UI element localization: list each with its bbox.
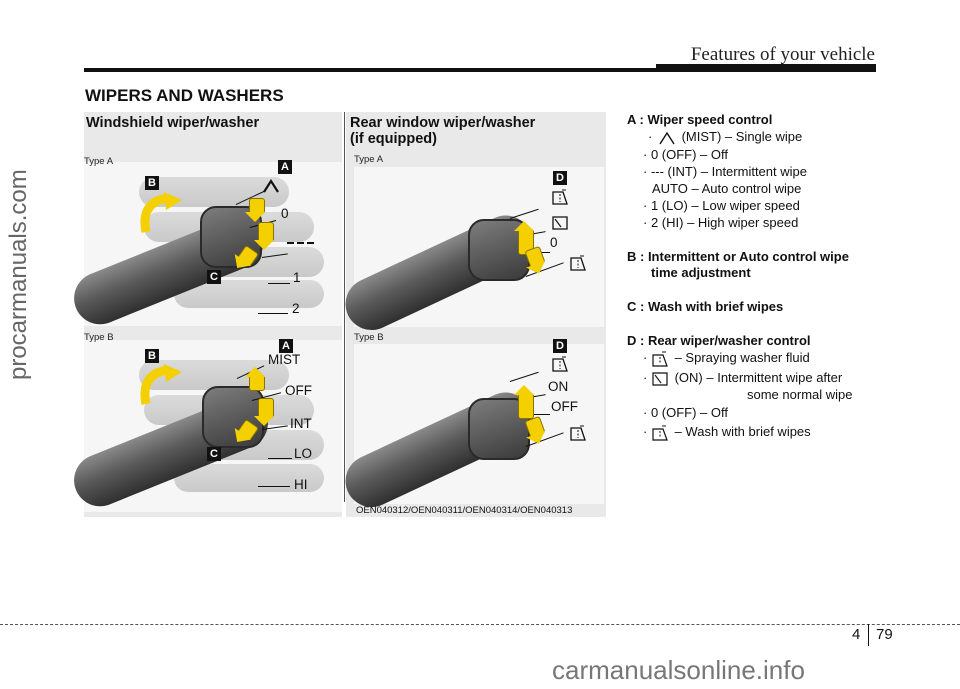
type-b-pos-off: OFF (285, 383, 312, 398)
mist-icon (659, 131, 675, 144)
badge-c-type-b: C (207, 447, 221, 461)
badge-a-type-b: A (279, 339, 293, 353)
figure-caption: OEN040312/OEN040311/OEN040314/OEN040313 (356, 505, 573, 516)
type-a-pos-0: 0 (281, 206, 289, 221)
footer-rule (0, 624, 960, 625)
type-b-pos-hi: HI (294, 477, 308, 492)
rear-arrow-up-b (514, 385, 534, 419)
rear-type-a-label: Type A (354, 154, 384, 165)
rear-type-b-label: Type B (354, 332, 384, 343)
rear-heading-line1: Rear window wiper/washer (350, 115, 536, 131)
type-a-arrow-up (245, 198, 265, 222)
int-dashes-icon (287, 242, 314, 244)
desc-a-item-auto: AUTO – Auto control wipe (652, 181, 802, 196)
type-b-pos-lo: LO (294, 446, 313, 461)
type-b-arrow-down-1 (254, 398, 274, 426)
wash-brief-icon (652, 425, 668, 441)
page-number: 79 (876, 626, 893, 643)
desc-d-item-off: · 0 (OFF) – Off (643, 405, 729, 420)
adjust-rotation-arrow-icon-b (140, 364, 182, 405)
type-b-pos-int: INT (290, 416, 312, 431)
badge-d-type-b: D (553, 339, 567, 353)
desc-a-item-int: · --- (INT) – Intermittent wipe (643, 164, 807, 179)
badge-b-type-b: B (145, 349, 159, 363)
rear-washer-icon-a (552, 189, 568, 205)
desc-a-item-mist: · (MIST) – Single wipe (648, 129, 803, 144)
header-tab (656, 64, 876, 69)
rear-type-a-image (337, 167, 604, 339)
rear-type-b-pos-on: ON (548, 379, 569, 394)
mist-chevron-icon (263, 178, 279, 193)
rear-wiper-icon-a (552, 216, 568, 230)
desc-a-item-lo: · 1 (LO) – Low wiper speed (643, 198, 800, 213)
page-chapter: 4 (852, 626, 861, 643)
rear-type-a-pos-0: 0 (550, 235, 558, 250)
windshield-type-b-label: Type B (84, 332, 114, 343)
type-a-arrow-down-1 (254, 222, 274, 250)
desc-a-title: A : Wiper speed control (627, 112, 773, 127)
page-divider (868, 624, 869, 646)
section-title: WIPERS AND WASHERS (85, 86, 284, 105)
type-b-pos-mist: MIST (268, 352, 301, 367)
watermark-bottom: carmanualsonline.info (552, 655, 805, 685)
rear-washer-icon-a2 (570, 255, 586, 271)
badge-a-type-a: A (278, 160, 292, 174)
rear-heading-line2: (if equipped) (350, 131, 437, 147)
windshield-heading: Windshield wiper/washer (86, 115, 260, 131)
desc-d-item-spray: · – Spraying washer fluid (643, 349, 810, 367)
badge-b-type-a: B (145, 176, 159, 190)
rear-wiper-icon (652, 371, 668, 386)
badge-c-type-a: C (207, 270, 221, 284)
header-rule (84, 68, 876, 72)
desc-b-line2: time adjustment (651, 265, 751, 280)
rear-type-b-pos-off: OFF (551, 399, 578, 414)
type-b-arrow-up (245, 367, 265, 391)
type-a-pos-1: 1 (293, 270, 301, 285)
desc-d-item-wash: · – Wash with brief wipes (643, 423, 811, 441)
type-a-pos-2: 2 (292, 301, 300, 316)
desc-a-item-off: · 0 (OFF) – Off (643, 147, 729, 162)
badge-d-type-a: D (553, 171, 567, 185)
washer-spray-icon (652, 351, 668, 367)
desc-d-title: D : Rear wiper/washer control (627, 333, 811, 348)
desc-a-item-hi: · 2 (HI) – High wiper speed (643, 215, 799, 230)
adjust-rotation-arrow-icon (140, 192, 182, 233)
rear-washer-icon-b (552, 356, 568, 372)
desc-c-title: C : Wash with brief wipes (627, 299, 784, 314)
watermark-left: procarmanuals.com (5, 169, 32, 380)
rear-washer-icon-b2 (570, 425, 586, 441)
desc-b-line1: B : Intermittent or Auto control wipe (627, 249, 849, 264)
windshield-type-a-label: Type A (84, 156, 114, 167)
desc-d-item-on: · (ON) – Intermittent wipe after (643, 370, 843, 386)
header-title: Features of your vehicle (690, 44, 875, 65)
rear-panel: Rear window wiper/washer (if equipped) T… (337, 112, 606, 517)
desc-d-item-on-cont: some normal wipe (747, 387, 853, 402)
